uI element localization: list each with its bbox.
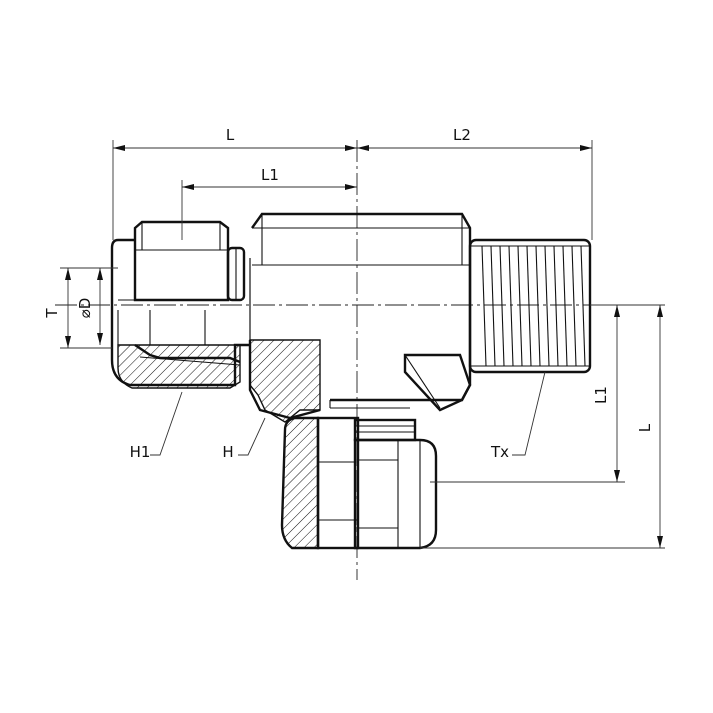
thread-line bbox=[517, 245, 523, 367]
thread-line bbox=[526, 245, 532, 367]
label-L1-right: L1 bbox=[592, 386, 610, 404]
label-Tx: Tx bbox=[490, 443, 509, 461]
thread-line bbox=[571, 245, 577, 367]
label-L2: L2 bbox=[453, 126, 471, 144]
lower-branch bbox=[280, 416, 438, 550]
thread-line bbox=[544, 245, 550, 367]
male-thread-right bbox=[468, 238, 592, 374]
thread-line bbox=[562, 245, 568, 367]
dimension-lines bbox=[60, 140, 665, 549]
thread-line bbox=[535, 245, 541, 367]
label-L1-top: L1 bbox=[261, 166, 279, 184]
left-nut bbox=[110, 220, 250, 389]
thread-lines bbox=[481, 245, 586, 367]
tee-body bbox=[248, 212, 472, 423]
label-H: H bbox=[222, 443, 233, 461]
label-phi-D: ⌀D bbox=[76, 298, 94, 319]
label-L-right: L bbox=[636, 423, 654, 432]
thread-line bbox=[499, 245, 505, 367]
labels: L L2 L1 T ⌀D H1 H Tx L1 L bbox=[43, 126, 654, 461]
thread-line bbox=[553, 245, 559, 367]
label-L-top: L bbox=[226, 126, 235, 144]
thread-line bbox=[580, 245, 586, 367]
thread-line bbox=[481, 245, 487, 367]
thread-line bbox=[490, 245, 496, 367]
thread-line bbox=[508, 245, 514, 367]
leader-lines bbox=[150, 371, 546, 456]
label-H1: H1 bbox=[130, 443, 151, 461]
label-T: T bbox=[43, 308, 61, 319]
